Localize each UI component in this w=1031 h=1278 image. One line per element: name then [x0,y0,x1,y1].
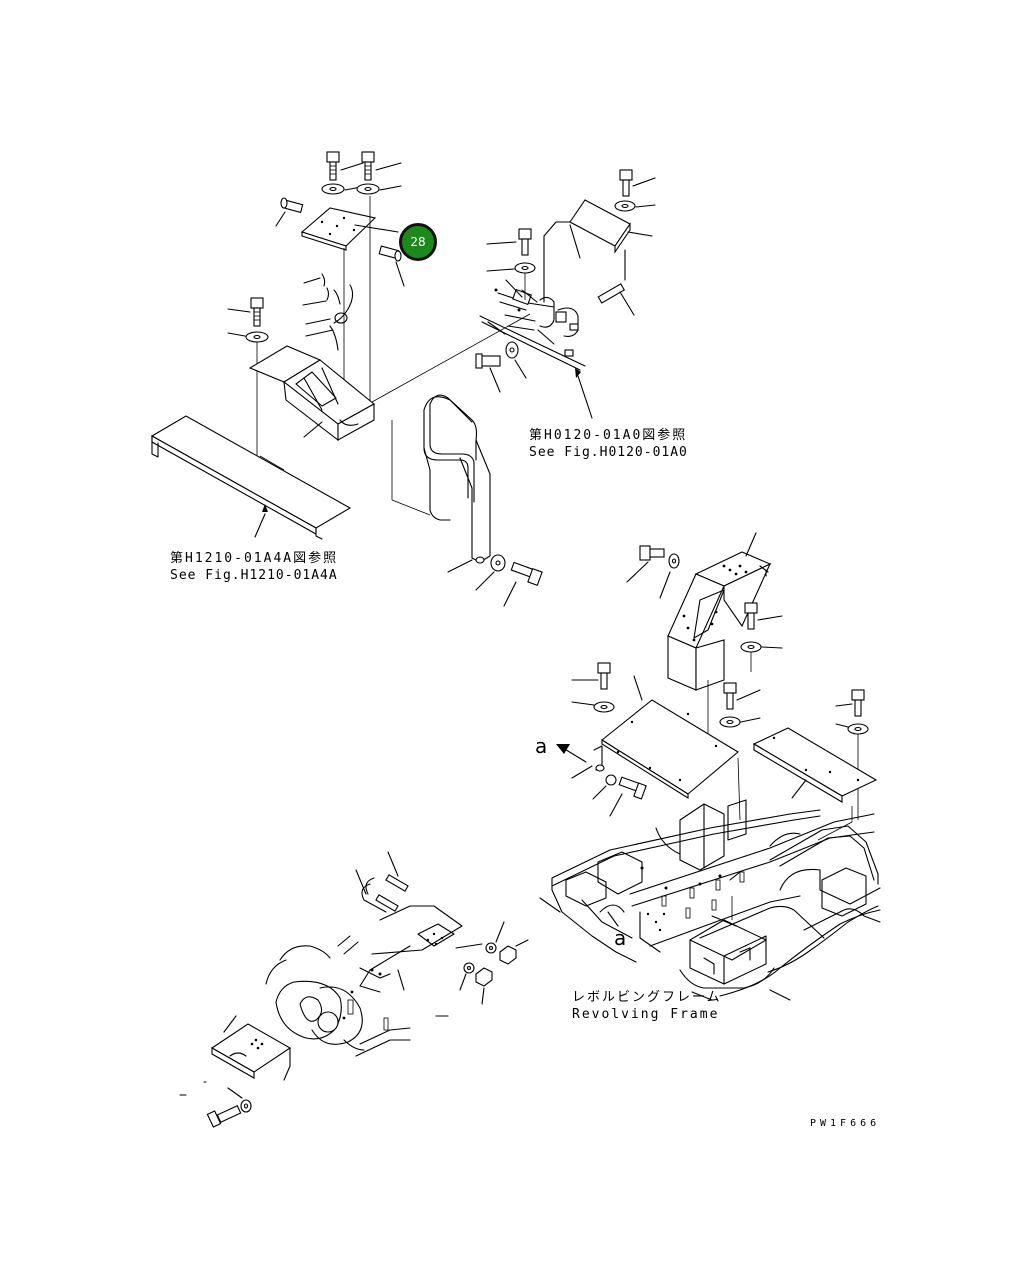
cover-plate-small [752,727,878,841]
middle-bolt [475,341,527,393]
handrail [391,394,491,573]
upper-right-bracket [479,199,653,419]
bolt-pair-top [321,151,402,195]
revolving-frame-label-en: Revolving Frame [572,1007,720,1022]
tall-bracket-bolts [571,545,869,820]
revolving-frame-label-jp: レボルビングフレーム [572,990,722,1005]
view-letter-a-top: a [535,734,548,758]
handrail-bolt [475,554,543,607]
callout-28-number: 28 [410,235,426,249]
bolt-left-upper [227,297,269,455]
revolving-frame [539,799,881,1001]
long-tray-panel [150,415,352,540]
upper-right-bolts [486,169,656,300]
view-letter-a-bottom: a [614,926,627,950]
reference-left-jp: 第H1210-01A4A図参照 [170,551,339,566]
callout-28[interactable]: 28 [399,223,437,261]
clip-parts [302,273,354,351]
reference-left-en: See Fig.H1210-01A4A [170,568,338,583]
mounting-plate [275,197,405,287]
tall-bracket [667,532,772,752]
reference-upper-right-en: See Fig.H0120-01A0 [529,445,688,460]
bracket-stand [248,345,375,442]
drawing-code: PW1F666 [810,1118,881,1129]
reference-upper-right-jp: 第H0120-01A0図参照 [529,428,688,443]
cover-plate-large [556,675,741,821]
lower-left-assembly [179,851,529,1128]
